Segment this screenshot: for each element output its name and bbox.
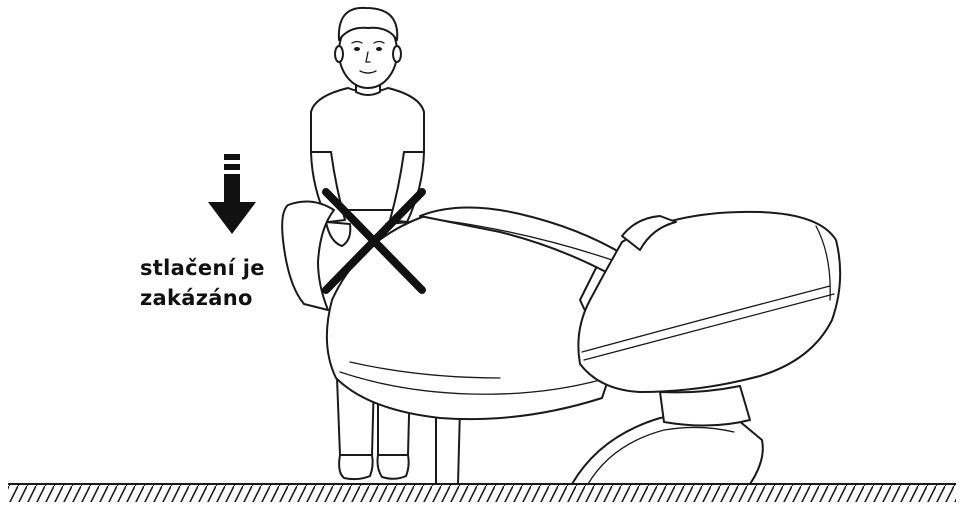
warning-line-2: zakázáno [140,283,265,313]
down-arrow-icon [208,154,256,234]
warning-line-1: stlačení je [140,253,265,283]
warning-label: stlačení je zakázáno [140,253,265,313]
floor-hatching [8,484,956,502]
